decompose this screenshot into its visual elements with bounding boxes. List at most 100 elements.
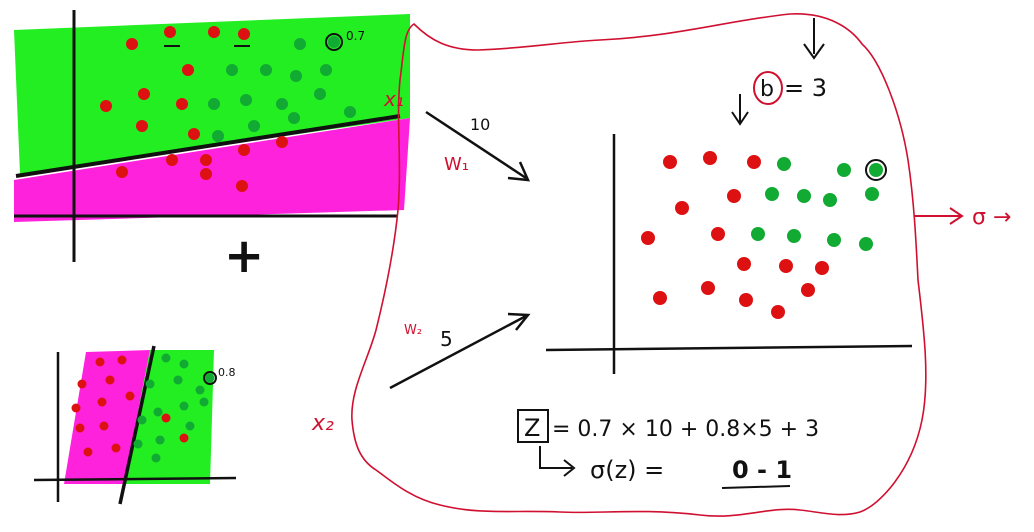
input-arrow-head	[731, 111, 749, 126]
red-dot	[701, 281, 715, 295]
weight1-value: 10	[470, 115, 490, 134]
red-dot	[208, 26, 220, 38]
z-equation: = 0.7 × 10 + 0.8×5 + 3	[552, 417, 819, 442]
weight-arrow-2: W₂ 5	[389, 312, 531, 390]
green-dot	[837, 163, 851, 177]
green-dot	[161, 353, 171, 363]
red-dot	[238, 144, 250, 156]
equations: Z = 0.7 × 10 + 0.8×5 + 3 σ(z) = 0 - 1	[517, 409, 819, 489]
red-dot	[747, 155, 761, 169]
red-dot	[71, 403, 81, 413]
green-dot	[869, 163, 883, 177]
green-dot	[208, 98, 220, 110]
red-dot	[105, 375, 115, 385]
red-dot	[83, 447, 93, 457]
dots-x1	[100, 26, 356, 192]
derivation-arrow-head	[563, 459, 576, 477]
neuron-outline	[351, 13, 927, 517]
green-dot	[859, 237, 873, 251]
red-dot	[801, 283, 815, 297]
green-dot	[294, 38, 306, 50]
red-dot	[176, 98, 188, 110]
red-dot	[653, 291, 667, 305]
red-dot	[675, 201, 689, 215]
range-underline	[721, 485, 791, 489]
circled-point-x2	[203, 371, 217, 385]
green-dot	[212, 130, 224, 142]
green-dot	[153, 407, 163, 417]
red-dot	[200, 154, 212, 166]
decision-boundary-x2	[118, 345, 156, 505]
derivation-arrow	[539, 446, 572, 469]
weight2-value: 5	[440, 327, 453, 351]
circled-point-combined	[865, 159, 887, 181]
green-dot	[290, 70, 302, 82]
z-box	[517, 409, 549, 443]
red-dot	[111, 443, 121, 453]
red-dot	[739, 293, 753, 307]
red-dot	[138, 88, 150, 100]
green-dot	[751, 227, 765, 241]
red-dot	[815, 261, 829, 275]
output-arrow: σ →	[914, 205, 1011, 230]
green-dot	[145, 379, 155, 389]
green-dot	[314, 88, 326, 100]
dots-x2	[71, 353, 215, 463]
bias-arrow-head	[803, 43, 825, 60]
green-dot	[185, 421, 195, 431]
green-dot	[823, 193, 837, 207]
red-dot	[166, 154, 178, 166]
green-dot	[133, 439, 143, 449]
prob-label-x1: 0.7	[346, 29, 365, 43]
bias-variable: b	[760, 77, 774, 102]
green-dot	[179, 359, 189, 369]
red-dot	[238, 28, 250, 40]
green-dot	[240, 94, 252, 106]
red-dot	[161, 413, 171, 423]
label-x2: x₂	[311, 411, 334, 436]
green-dot	[179, 401, 189, 411]
red-dot	[77, 379, 87, 389]
green-dot	[151, 453, 161, 463]
label-x1: x₁	[383, 87, 404, 111]
model-x1-plot: 0.7 x₁	[14, 10, 410, 262]
green-dot	[827, 233, 841, 247]
green-dot	[288, 112, 300, 124]
green-dot	[328, 36, 340, 48]
red-dot	[179, 433, 189, 443]
green-dot	[205, 373, 215, 383]
green-region-x1	[14, 14, 410, 174]
red-dot	[727, 189, 741, 203]
red-dot	[737, 257, 751, 271]
green-dot	[865, 187, 879, 201]
red-dot	[771, 305, 785, 319]
plus-sign: +	[224, 228, 264, 284]
green-dot	[320, 64, 332, 76]
red-dot	[276, 136, 288, 148]
red-dot	[117, 355, 127, 365]
red-dot	[703, 151, 717, 165]
red-dot	[236, 180, 248, 192]
bias-value: = 3	[784, 74, 827, 102]
circled-point-x1	[325, 33, 343, 51]
weight1-label: W₁	[444, 154, 469, 175]
x-axis-combined	[545, 344, 913, 352]
green-dot	[765, 187, 779, 201]
green-dot	[226, 64, 238, 76]
red-dot	[188, 128, 200, 140]
x-axis-x2	[33, 476, 237, 482]
red-dot	[100, 100, 112, 112]
dots-combined	[641, 151, 883, 319]
red-dot	[200, 168, 212, 180]
bias-annotation: b = 3	[731, 18, 827, 126]
green-dot	[777, 157, 791, 171]
red-dot	[125, 391, 135, 401]
red-dot	[711, 227, 725, 241]
green-dot	[195, 385, 205, 395]
decision-boundary-x1	[15, 114, 401, 178]
red-dot	[663, 155, 677, 169]
green-dot	[199, 397, 209, 407]
green-dot	[137, 415, 147, 425]
magenta-region-x1	[14, 118, 410, 222]
